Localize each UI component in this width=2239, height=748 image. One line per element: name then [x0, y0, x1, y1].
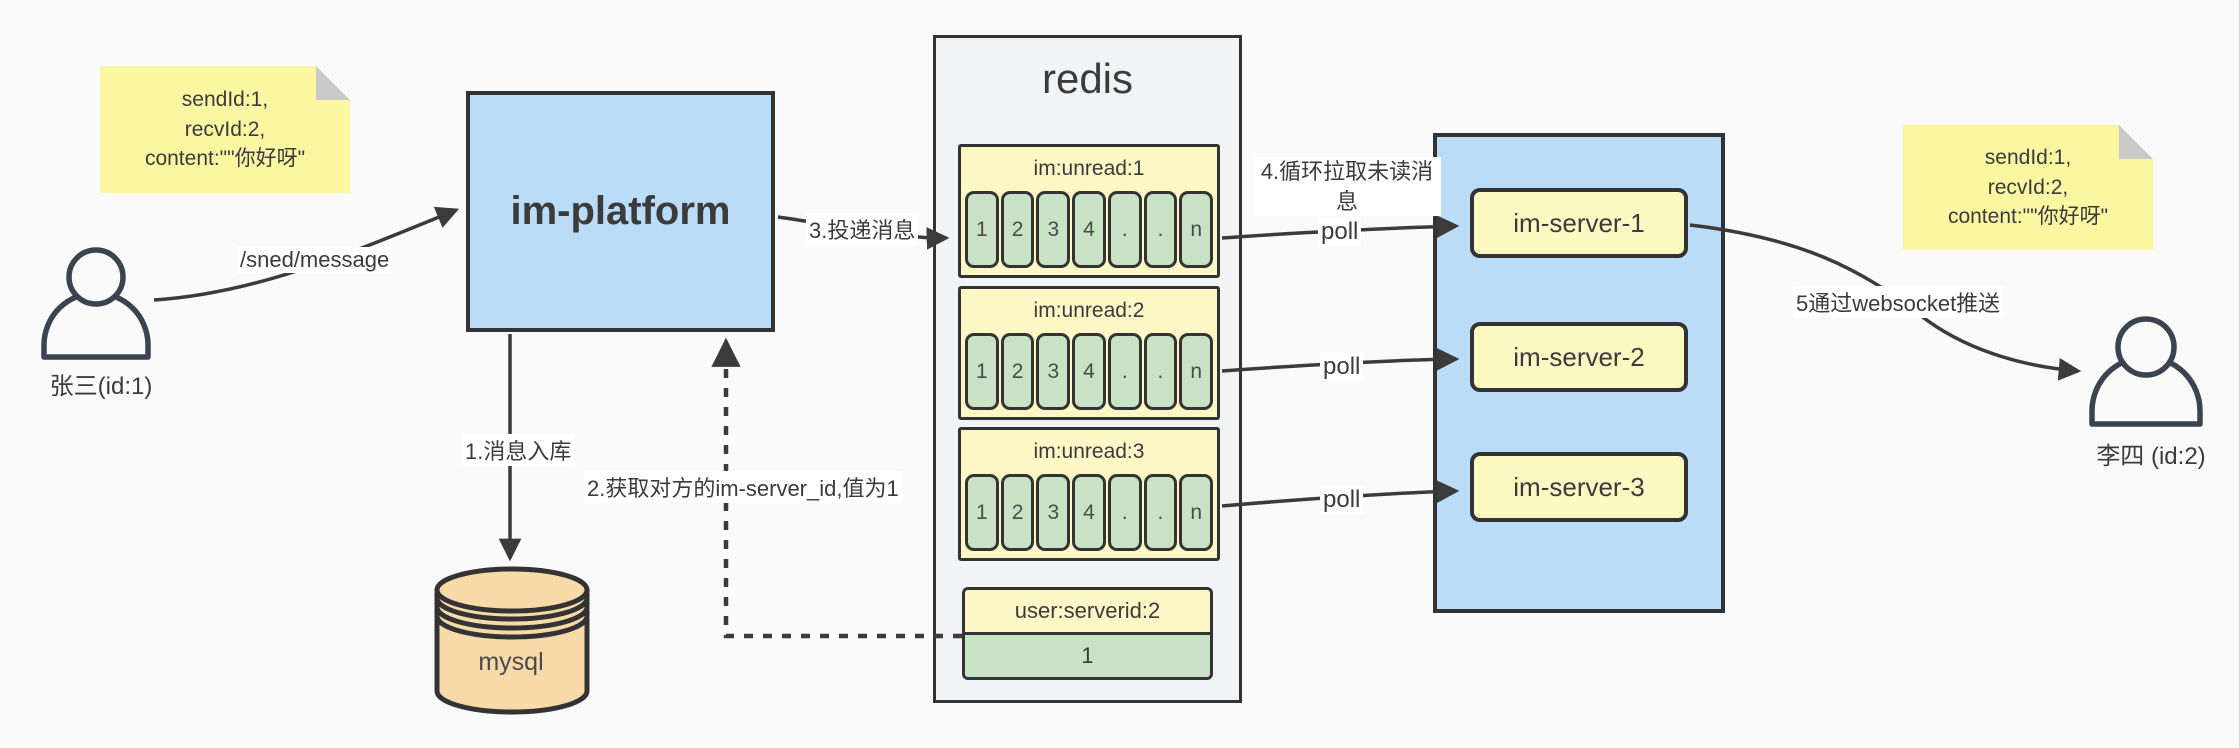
- queue-cell: 1: [965, 474, 999, 551]
- queue-cell: n: [1179, 474, 1214, 551]
- queue-cell: n: [1179, 333, 1214, 410]
- note-line: sendId:1,: [1984, 145, 2072, 169]
- queue-cell: 1: [965, 191, 999, 268]
- redis-title: redis: [1041, 55, 1134, 102]
- unread-list-2: im:unread:2 1 2 3 4 . . n: [958, 286, 1220, 420]
- unread-list-2-header: im:unread:2: [1033, 299, 1145, 322]
- queue-cell: .: [1143, 191, 1178, 268]
- edge-label-get-serverid: 2.获取对方的im-server_id,值为1: [584, 471, 902, 503]
- receiver-person-icon: [2089, 316, 2203, 427]
- queue-cell: 2: [1000, 474, 1035, 551]
- im-platform-box: im-platform: [466, 91, 775, 332]
- im-server-3-label: im-server-3: [1513, 471, 1645, 502]
- mysql-cylinder: [434, 566, 590, 715]
- unread-list-2-cells: 1 2 3 4 . . n: [965, 333, 1214, 410]
- im-server-3-box: im-server-3: [1470, 452, 1688, 522]
- im-server-2-box: im-server-2: [1470, 322, 1688, 392]
- note-line: content:""你好呀": [144, 147, 306, 171]
- queue-cell: 3: [1036, 474, 1071, 551]
- queue-cell: n: [1179, 191, 1214, 268]
- queue-cell: 2: [1000, 333, 1035, 410]
- edge-label-poll-3: poll: [1320, 486, 1364, 514]
- queue-cell: 4: [1072, 474, 1106, 551]
- edge-label-deliver: 3.投递消息: [806, 213, 919, 245]
- unread-list-1: im:unread:1 1 2 3 4 . . n: [958, 144, 1220, 278]
- queue-cell: 2: [1000, 191, 1035, 268]
- unread-list-3-cells: 1 2 3 4 . . n: [965, 474, 1214, 551]
- queue-cell: .: [1107, 474, 1142, 551]
- im-platform-label: im-platform: [510, 189, 731, 233]
- edge-label-poll-2: poll: [1320, 353, 1364, 381]
- note-line: recvId:2,: [1987, 175, 2069, 199]
- sender-person-icon: [41, 247, 151, 360]
- note-fold-corner: [316, 66, 350, 100]
- sender-name: 张三(id:1): [49, 373, 153, 400]
- message-note-left: sendId:1, recvId:2, content:""你好呀": [100, 66, 350, 193]
- user-serverid-block: user:serverid:2 1: [962, 587, 1213, 680]
- edge-label-send: /sned/message: [237, 247, 393, 273]
- note-fold-corner: [2119, 125, 2153, 159]
- receiver-name: 李四 (id:2): [2096, 443, 2206, 470]
- queue-cell: .: [1143, 333, 1178, 410]
- message-note-right: sendId:1, recvId:2, content:""你好呀": [1903, 125, 2153, 250]
- edge-label-poll-1: poll: [1318, 218, 1362, 246]
- unread-list-1-cells: 1 2 3 4 . . n: [965, 191, 1214, 268]
- queue-cell: .: [1143, 474, 1178, 551]
- im-server-2-label: im-server-2: [1513, 341, 1645, 372]
- im-server-1-label: im-server-1: [1513, 207, 1645, 238]
- user-serverid-value: 1: [965, 635, 1210, 677]
- queue-cell: .: [1107, 333, 1142, 410]
- queue-cell: 3: [1036, 333, 1071, 410]
- edge-label-push: 5通过websocket推送: [1793, 286, 2004, 318]
- unread-list-1-header: im:unread:1: [1033, 157, 1145, 180]
- unread-list-3: im:unread:3 1 2 3 4 . . n: [958, 427, 1220, 561]
- queue-cell: 3: [1036, 191, 1071, 268]
- im-server-1-box: im-server-1: [1470, 188, 1688, 258]
- note-line: content:""你好呀": [1947, 205, 2109, 229]
- queue-cell: 4: [1072, 191, 1106, 268]
- queue-cell: .: [1107, 191, 1142, 268]
- note-line: recvId:2,: [184, 117, 266, 141]
- edge-label-pull: 4.循环拉取未读消息: [1253, 157, 1441, 217]
- edge-label-store: 1.消息入库: [462, 434, 575, 466]
- note-line: sendId:1,: [181, 87, 269, 111]
- unread-list-3-header: im:unread:3: [1033, 440, 1145, 463]
- mysql-label: mysql: [478, 648, 544, 676]
- queue-cell: 4: [1072, 333, 1106, 410]
- queue-cell: 1: [965, 333, 999, 410]
- user-serverid-header: user:serverid:2: [965, 590, 1210, 635]
